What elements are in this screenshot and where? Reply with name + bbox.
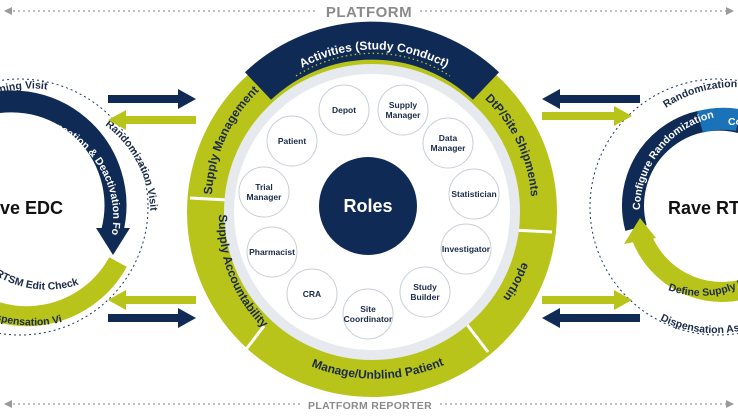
platform-reporter-label: PLATFORM REPORTER — [308, 400, 432, 412]
ring-navy-dotted — [295, 52, 451, 77]
role-bubble — [266, 115, 318, 167]
right-wheel-title: Rave RT — [668, 198, 738, 218]
arrow-right-top-lime — [542, 106, 632, 126]
role-label: Patient — [278, 136, 307, 146]
arrow-left-bottom-navy — [108, 308, 196, 328]
role-bubble — [318, 84, 370, 136]
right-wheel-lime-arrowhead — [624, 218, 656, 244]
role-label: Investigator — [442, 244, 491, 254]
roles-center-label: Roles — [343, 196, 392, 216]
right-wheel-blue-arc — [697, 107, 738, 133]
ring-light-band — [224, 64, 520, 360]
arrow-right-top-navy — [542, 89, 640, 109]
role-bubble — [238, 166, 290, 218]
right-wheel-lime-arc — [632, 233, 738, 302]
platform-arrow-right — [726, 7, 734, 15]
right-wheel-dotted-ring — [589, 78, 738, 336]
right-co-label: Co — [728, 116, 738, 128]
role-bubble — [440, 223, 492, 275]
role-bubble — [422, 117, 474, 169]
roles-center-circle — [319, 157, 417, 255]
arrow-left-top-lime — [108, 110, 196, 130]
right-wheel-outer — [583, 72, 738, 342]
arrow-right-bottom-navy — [542, 308, 640, 328]
left-wheel-lime-arc — [0, 257, 127, 327]
right-wheel: Randomization As Configure Randomization… — [583, 72, 738, 342]
left-wheel-dotted-ring — [0, 78, 149, 336]
left-wheel-title: ve EDC — [0, 198, 63, 218]
role-label: Depot — [332, 105, 356, 115]
platform-arrow-left — [4, 7, 12, 15]
role-bubble — [246, 226, 298, 278]
role-bubble — [399, 266, 451, 318]
role-bubble — [377, 84, 429, 136]
role-label: Pharmacist — [249, 247, 295, 257]
arrow-left-bottom-lime — [108, 290, 196, 310]
role-bubble — [448, 168, 500, 220]
left-wheel-navy-arc — [0, 90, 127, 235]
role-label: Statistician — [451, 189, 496, 199]
reporter-arrow-left — [4, 400, 12, 408]
arrow-right-bottom-lime — [542, 290, 632, 310]
role-bubble — [342, 288, 394, 340]
role-label: CRA — [303, 289, 321, 299]
role-bubble — [286, 268, 338, 320]
reporter-arrow-right — [726, 400, 734, 408]
left-wheel: creening Visit n, Dispensation & Deactiv… — [0, 0, 160, 342]
left-wheel-navy-arrowhead — [96, 228, 130, 255]
connector-arrows — [108, 89, 640, 328]
ring-navy-top-band — [244, 21, 500, 101]
arrow-left-top-navy — [108, 89, 196, 109]
platform-label: PLATFORM — [326, 4, 412, 21]
